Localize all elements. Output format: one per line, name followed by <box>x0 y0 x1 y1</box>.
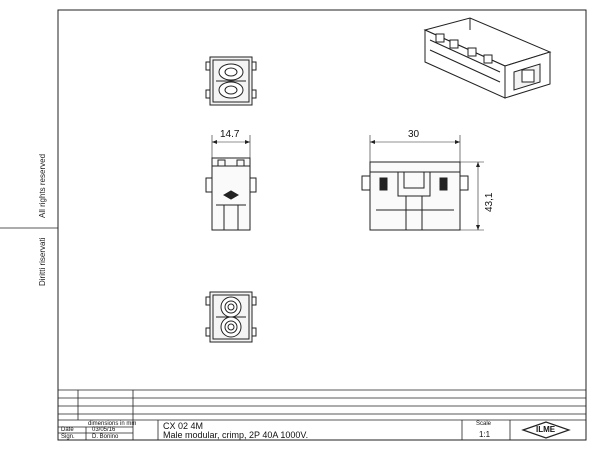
sign-label: Sign. <box>61 434 75 440</box>
sign-value: D. Bonino <box>92 434 119 440</box>
date-value: 03/05/16 <box>92 427 116 433</box>
top-view <box>205 56 257 106</box>
part-code: CX 02 4M <box>163 421 204 431</box>
rights-reserved-text: All rights reserved <box>38 153 47 218</box>
bottom-view <box>205 291 257 343</box>
date-label: Date <box>61 427 74 433</box>
side-width-dimension: 30 <box>408 129 420 140</box>
ilme-logo <box>521 421 571 439</box>
logo-text: ILME <box>536 425 556 434</box>
units-note: dimensions in mm <box>88 421 137 427</box>
drawing-frame <box>57 9 587 441</box>
isometric-view <box>423 17 552 99</box>
front-width-dimension: 14.7 <box>220 129 240 140</box>
side-height-dimension: 43,1 <box>484 192 495 212</box>
front-view <box>205 135 257 231</box>
scale-value: 1:1 <box>479 430 491 439</box>
title-block <box>58 389 586 440</box>
part-description: Male modular, crimp, 2P 40A 1000V. <box>163 430 309 440</box>
scale-label: Scale <box>476 421 492 427</box>
diritti-riservati-text: Diritti riservati <box>38 237 47 286</box>
side-view <box>361 135 484 231</box>
